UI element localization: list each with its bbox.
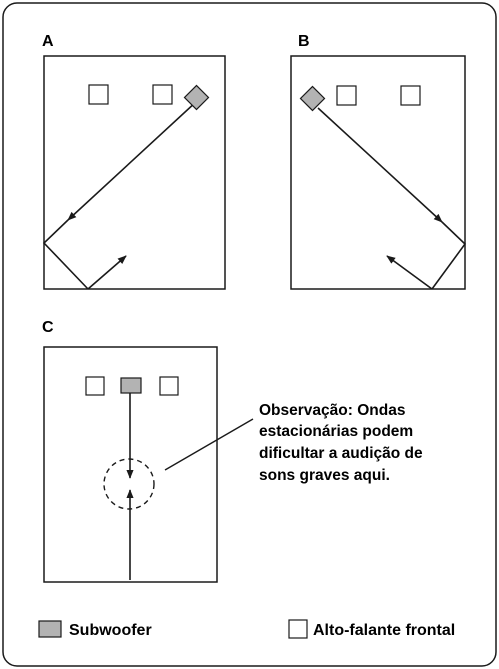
note-line: Observação: Ondas (259, 402, 405, 419)
standing-wave-zone (103, 458, 155, 510)
callout-line (164, 418, 254, 471)
note-line: estacionárias podem (259, 423, 413, 440)
diagram-b: B (290, 33, 467, 290)
legend-front-speaker-swatch (288, 619, 308, 639)
note-line: sons graves aqui. (259, 467, 390, 484)
subwoofer-icon (299, 85, 326, 112)
standing-wave-note: Observação: Ondas estacionárias podem di… (259, 402, 423, 484)
front-speaker-icon (88, 84, 109, 105)
legend-front-speaker-label: Alto-falante frontal (313, 622, 455, 639)
legend-subwoofer-swatch (38, 620, 62, 638)
note-line: dificultar a audição de (259, 445, 423, 462)
sound-path (87, 255, 127, 290)
legend: Subwoofer Alto-falante frontal (38, 619, 455, 639)
front-speaker-icon (336, 85, 357, 106)
diagram-a: A (42, 33, 226, 290)
sound-path (431, 221, 467, 290)
subwoofer-icon (120, 377, 142, 394)
front-speaker-icon (152, 84, 173, 105)
front-speaker-icon (85, 376, 105, 396)
front-speaker-icon (400, 85, 421, 106)
front-speaker-icon (159, 376, 179, 396)
diagram-b-label: B (298, 33, 310, 50)
diagram-a-label: A (42, 33, 54, 50)
sound-path (67, 100, 198, 221)
sound-path (42, 219, 89, 290)
diagram-c: C (42, 319, 254, 583)
legend-subwoofer-label: Subwoofer (69, 622, 152, 639)
sound-path (386, 255, 433, 290)
diagram-c-label: C (42, 319, 54, 336)
subwoofer-icon (183, 84, 210, 111)
sound-path (317, 107, 443, 223)
